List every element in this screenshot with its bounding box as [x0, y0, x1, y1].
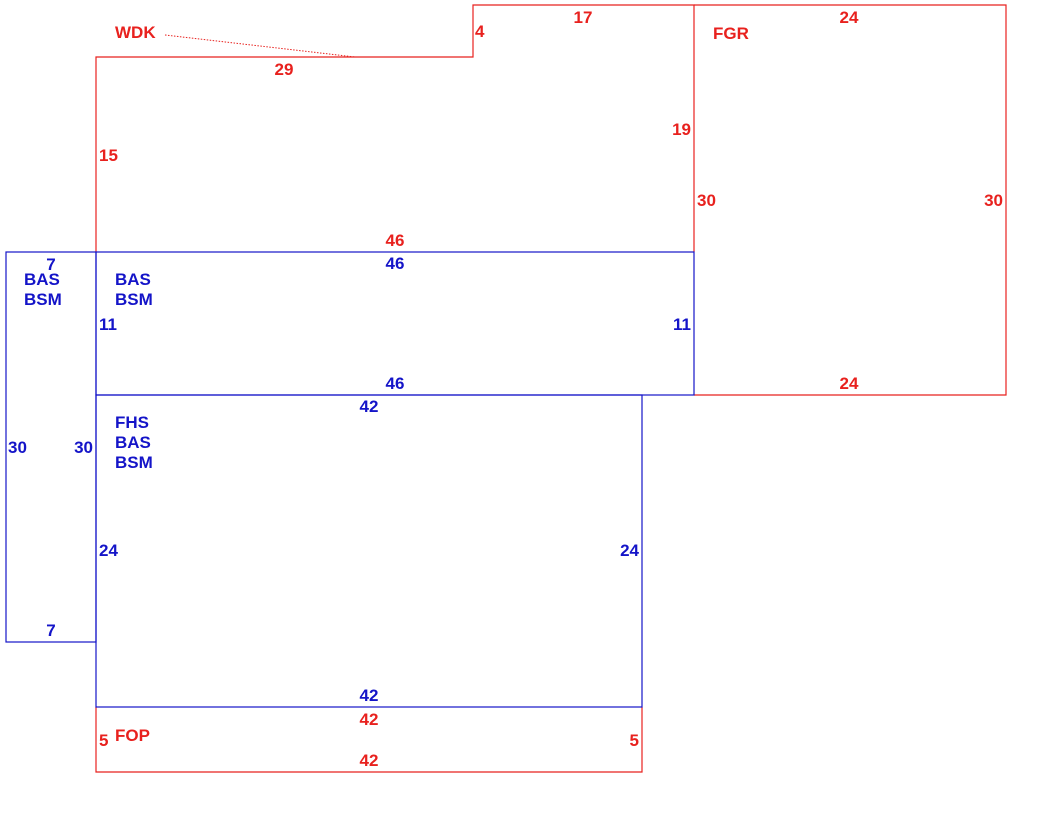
wdk-leader-line	[164, 34, 356, 58]
fop-dim-left: 5	[99, 731, 108, 750]
fgr-area-label: FGR	[713, 24, 749, 43]
fgr-dim-right: 30	[984, 191, 1003, 210]
fhs-dim-top: 42	[360, 397, 379, 416]
bas-mid-dim-left: 11	[99, 315, 117, 334]
bas-left-dim-right: 30	[74, 438, 93, 457]
bas-left-area-label-2: BSM	[24, 290, 62, 309]
fhs-area-label-3: BSM	[115, 453, 153, 472]
fop-dim-bottom: 42	[360, 751, 379, 770]
fhs-dim-bottom: 42	[360, 686, 379, 705]
fhs-dim-left: 24	[99, 541, 118, 560]
bas-mid-dim-top: 46	[386, 254, 405, 273]
bas-mid-area-label-1: BAS	[115, 270, 151, 289]
wdk-dim-right: 19	[672, 120, 691, 139]
bas-mid-dim-bottom: 46	[386, 374, 405, 393]
bas-left-dim-bottom: 7	[46, 621, 55, 640]
wdk-area-label: WDK	[115, 23, 156, 42]
wdk-dim-top: 17	[574, 8, 593, 27]
bas-left-area-label-1: BAS	[24, 270, 60, 289]
fop-area-label: FOP	[115, 726, 150, 745]
fop-dim-right: 5	[630, 731, 639, 750]
fhs-dim-right: 24	[620, 541, 639, 560]
bas-left-dim-top: 7	[46, 255, 55, 274]
bas-mid-dim-right: 11	[673, 315, 691, 334]
fhs-outline	[95, 394, 643, 708]
bas-mid-area-label-2: BSM	[115, 290, 153, 309]
fop-dim-top: 42	[360, 710, 379, 729]
fop-outline	[95, 707, 643, 773]
fgr-outline	[694, 4, 1007, 396]
wdk-dim-step: 4	[475, 22, 485, 41]
fgr-dim-bottom: 24	[840, 374, 859, 393]
wdk-outline	[95, 4, 695, 252]
fhs-area-label-2: BAS	[115, 433, 151, 452]
fgr-dim-left: 30	[697, 191, 716, 210]
fgr-dim-top: 24	[840, 8, 859, 27]
wdk-dim-left: 15	[99, 146, 118, 165]
fhs-area-label-1: FHS	[115, 413, 149, 432]
wdk-dim-bottom: 46	[386, 231, 405, 250]
bas-left-dim-left: 30	[8, 438, 27, 457]
wdk-dim-top-left: 29	[275, 60, 294, 79]
